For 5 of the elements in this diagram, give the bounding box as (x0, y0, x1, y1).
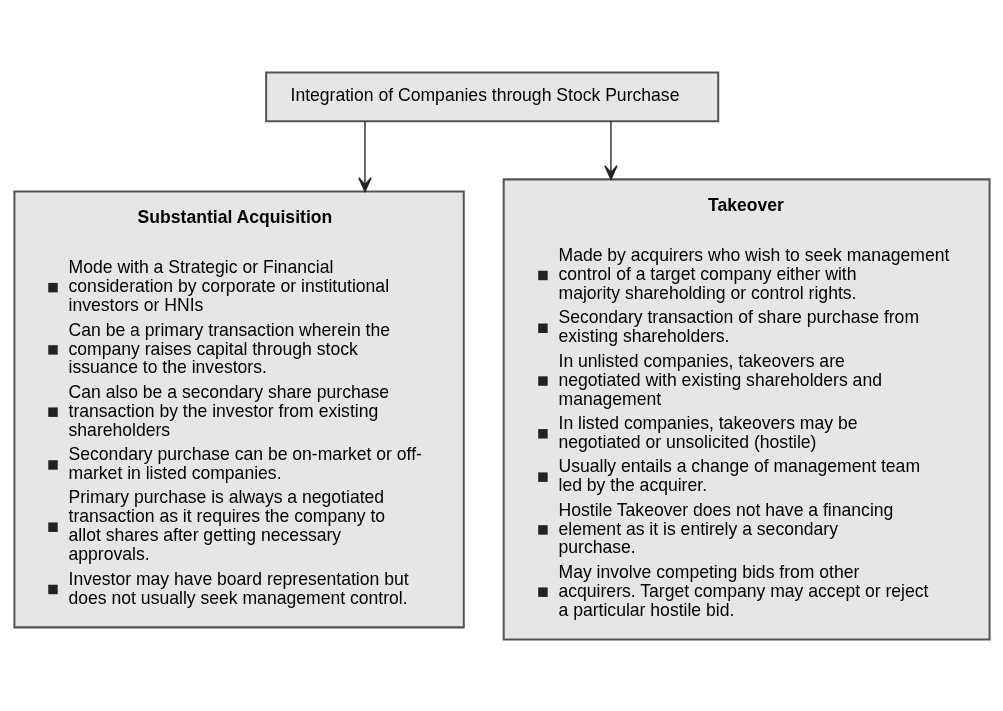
node-box: Takeover Made by acquirers who wish to seek management control of a target company either with majority shareholding or control rights. Secondary transaction of share purchase from existing shareholders. In unlisted companies, takeovers are negotiated with existing shareholders and management In listed companies, takeovers may be negotiated or unsolicited (hostile) Usually entails a change of management team led by the acquirer. Hostile Takeover does not have a financing element as it is entirely a secondary purchase. May involve competing bids from other acquirers. Target company may accept or reject a particular hostile bid. (502, 177, 991, 641)
node-box: Integration of Companies through Stock Purchase (264, 70, 719, 122)
node-box: Substantial Acquisition Mode with a Strategic or Financial consideration by corporate or institutional investors or HNIs Can be a primary transaction wherein the company raises capital through stock issuance to the investors. Can also be a secondary share purchase transaction by the investor from existing shareholders Secondary purchase can be on-market or off-market in listed companies. Primary purchase is always a negotiated transaction as it requires the company to allot shares after getting necessary approvals. Investor may have board representation but does not usually seek management control. (12, 190, 465, 628)
arrow (357, 120, 372, 192)
arrow (603, 120, 618, 180)
